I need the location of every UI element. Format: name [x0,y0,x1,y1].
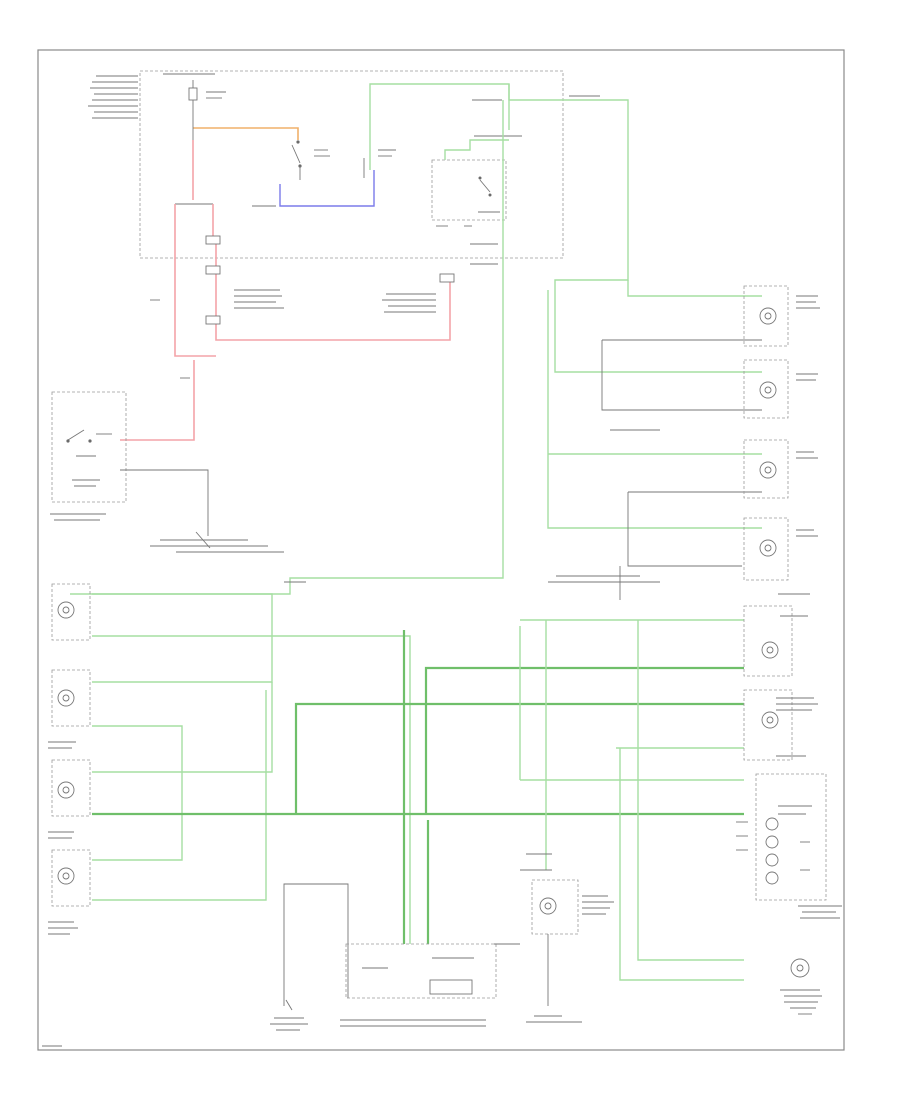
illumination-switch-outline [51,391,127,503]
illumination-bus [70,100,504,595]
right-switch-lamps [547,280,820,600]
illumination-switch [50,391,284,553]
signal-wire-panel [369,83,510,170]
left-switch-lamps [48,583,744,944]
lamp-bulb [743,439,789,499]
heater-lamp-box [531,879,579,935]
climate-control-block [270,853,614,1031]
orange-wire [193,127,299,140]
instrument-cluster-block [519,593,842,1015]
splice-connector [205,265,221,275]
lamp-bulb [743,359,789,419]
instrument-cluster-outline [755,773,827,901]
fuse-panel [88,70,629,300]
lamp-bulb [743,517,789,581]
lamp-bulb [743,285,789,347]
fuse-panel-label-block [88,75,138,119]
fuse-element [188,87,198,101]
splice-connector [205,235,221,245]
fuse-panel-outline [139,70,564,259]
climate-control-outline [345,943,497,999]
ground-wire [279,170,375,207]
splice-connector [205,315,221,325]
power-harness [120,204,455,441]
splice-connector [439,273,455,283]
diagram-border [37,49,845,1051]
dimmer-switch-box [431,159,507,221]
